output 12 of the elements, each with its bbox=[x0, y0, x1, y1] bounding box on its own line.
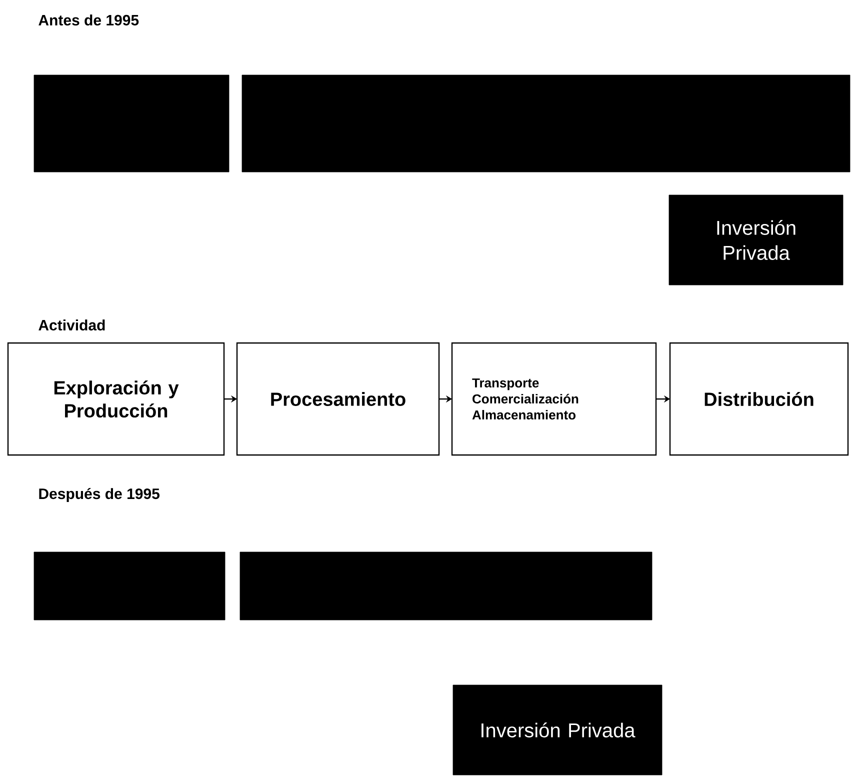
investment-box: Inversión Privada bbox=[668, 194, 844, 286]
activity-box: Exploración y Producción bbox=[7, 342, 225, 456]
section-heading: Antes de 1995 bbox=[38, 14, 139, 26]
section-heading: Después de 1995 bbox=[39, 488, 160, 502]
dark-box bbox=[242, 74, 850, 172]
activity-box: Transporte Comercialización Almacenamiento bbox=[451, 342, 657, 456]
dark-box bbox=[240, 552, 652, 620]
investment-box: Inversión Privada bbox=[452, 684, 662, 776]
dark-box bbox=[34, 552, 226, 620]
activity-box: Procesamiento bbox=[236, 342, 440, 456]
activity-box: Distribución bbox=[669, 342, 849, 456]
dark-box bbox=[34, 74, 230, 172]
